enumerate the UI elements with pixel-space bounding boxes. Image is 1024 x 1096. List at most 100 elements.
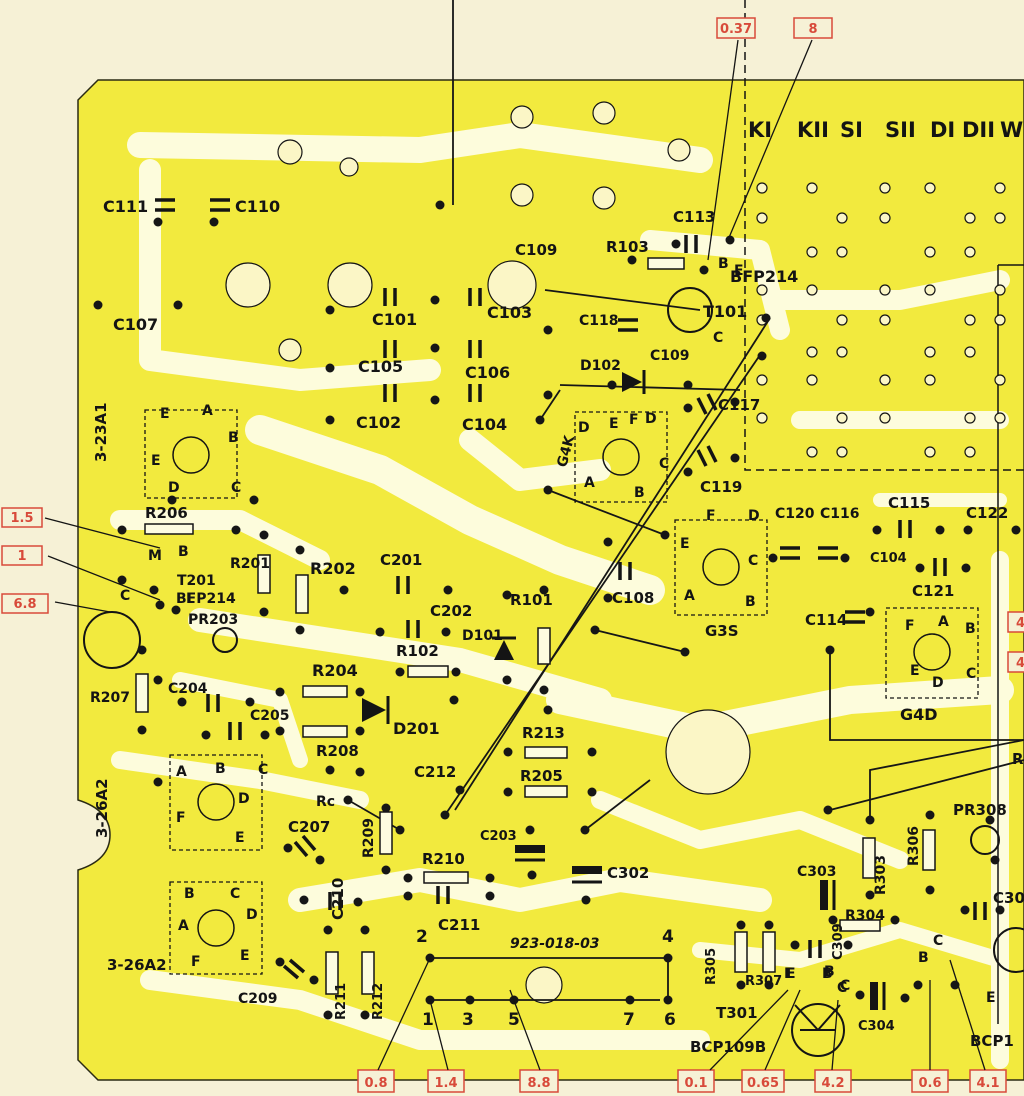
connector-pin-1: 1: [422, 1010, 434, 1030]
component-label-r306: R306: [906, 826, 922, 866]
pin-letter: C: [231, 480, 241, 496]
component-label-r304: R304: [845, 908, 885, 924]
component-label-r303: R303: [873, 855, 889, 895]
pin-letter: C: [713, 330, 723, 346]
component-label-c309: C309: [831, 923, 846, 960]
component-label-c209: C209: [238, 991, 278, 1007]
connector-pin-5: 5: [508, 1010, 520, 1030]
component-label-r101: R101: [510, 591, 553, 609]
svg-text:6.8: 6.8: [13, 597, 36, 612]
pin-letter: D: [932, 675, 944, 691]
component-label-c115: C115: [888, 494, 930, 512]
component-label-r209: R209: [361, 818, 377, 858]
component-label-g3s: G3S: [705, 622, 739, 640]
r103-body: [647, 257, 685, 270]
pin-letter: B: [228, 430, 239, 446]
header-label-sii: SII: [885, 118, 916, 142]
header-label-ki: KI: [748, 118, 772, 142]
component-label-c105: C105: [358, 357, 403, 376]
connector-pin-3: 3: [462, 1010, 474, 1030]
pin-letter: D: [238, 791, 250, 807]
component-label-c302: C302: [607, 864, 649, 882]
part-number: 923-018-03: [510, 936, 600, 952]
component-label-c103: C103: [487, 303, 532, 322]
pin-letter: C: [933, 933, 943, 949]
pin-letter: E: [151, 453, 161, 469]
pin-letter: F: [905, 618, 915, 634]
measurement-4-2: 4.2: [814, 1069, 852, 1093]
pin-letter: B: [184, 886, 195, 902]
component-label-c121: C121: [912, 582, 954, 600]
pin-letter: E: [784, 966, 794, 982]
pin-letter: D: [168, 480, 180, 496]
coil-modules: [144, 409, 979, 975]
pin-letter: F: [629, 412, 639, 428]
pin-letter: B: [745, 594, 756, 610]
pin-letter: E: [609, 416, 619, 432]
pin-letter: A: [584, 475, 595, 491]
component-label-326a2: 3-26A2: [93, 778, 111, 838]
measurement-0-6: 0.6: [911, 1069, 949, 1093]
component-label-d102: D102: [580, 358, 621, 374]
component-label-r3: R3: [1012, 750, 1024, 768]
component-label-c104: C104: [462, 415, 507, 434]
svg-text:8.8: 8.8: [527, 1076, 550, 1091]
pin-letter: A: [178, 918, 189, 934]
component-label-bcp109b: BCP109B: [690, 1038, 766, 1056]
component-label-rc: Rc: [316, 794, 335, 810]
component-label-c110: C110: [235, 197, 280, 216]
component-label-c204: C204: [168, 681, 208, 697]
component-label-c203: C203: [480, 829, 517, 844]
component-label-bcp1: BCP1: [970, 1032, 1014, 1050]
pin-letter: C: [120, 588, 130, 604]
measurement-6-8: 6.8: [1, 593, 49, 614]
svg-text:4.1: 4.1: [976, 1076, 999, 1091]
component-label-r211: R211: [334, 983, 349, 1020]
component-label-t201: T201: [177, 573, 216, 589]
measurement-1: 1: [1, 545, 43, 566]
measurement-4-: 4.: [1007, 611, 1024, 633]
component-label-r103: R103: [606, 238, 649, 256]
component-label-c104: C104: [870, 551, 907, 566]
component-label-323a1: 3-23A1: [92, 402, 110, 462]
component-label-c116: C116: [820, 506, 860, 522]
pin-letter: F: [176, 810, 186, 826]
connector-pin-7: 7: [623, 1010, 635, 1030]
annotation-leaders: [44, 39, 986, 1071]
measurement-0-1: 0.1: [677, 1069, 715, 1093]
component-label-r213: R213: [522, 724, 565, 742]
component-label-r210: R210: [422, 850, 465, 868]
measurement-0-65: 0.65: [741, 1069, 785, 1093]
component-label-c118: C118: [579, 313, 619, 329]
pin-letter: E: [986, 990, 996, 1006]
measurement-annotations: 0.3781.516.80.81.48.80.10.654.20.64.14.4…: [1, 17, 1024, 1093]
component-label-r206: R206: [145, 504, 188, 522]
pin-letter: B: [718, 256, 729, 272]
jumper-wires: [347, 0, 1024, 1001]
svg-text:4.: 4.: [1016, 616, 1024, 631]
header-label-kii: KII: [797, 118, 829, 142]
component-label-r208: R208: [316, 742, 359, 760]
header-label-di: DI: [930, 118, 955, 142]
component-label-c205: C205: [250, 708, 290, 724]
component-label-pr203: PR203: [188, 612, 238, 628]
pin-letter: B: [178, 544, 189, 560]
pin-letter: E: [734, 263, 744, 279]
pin-letter: B: [824, 964, 835, 980]
pin-letter: F: [706, 508, 716, 524]
component-label-c202: C202: [430, 602, 472, 620]
pin-letter: E: [240, 948, 250, 964]
pin-letter: C: [230, 886, 240, 902]
component-label-c30: C30: [993, 889, 1024, 907]
svg-text:0.6: 0.6: [918, 1076, 941, 1091]
svg-text:1.4: 1.4: [434, 1076, 457, 1091]
pin-letter: C: [840, 978, 850, 994]
electrolytics: [515, 845, 886, 1010]
pin-letter: D: [578, 420, 590, 436]
component-label-t301: T301: [716, 1004, 758, 1022]
svg-text:0.37: 0.37: [720, 22, 752, 37]
component-label-c304: C304: [858, 1019, 895, 1034]
